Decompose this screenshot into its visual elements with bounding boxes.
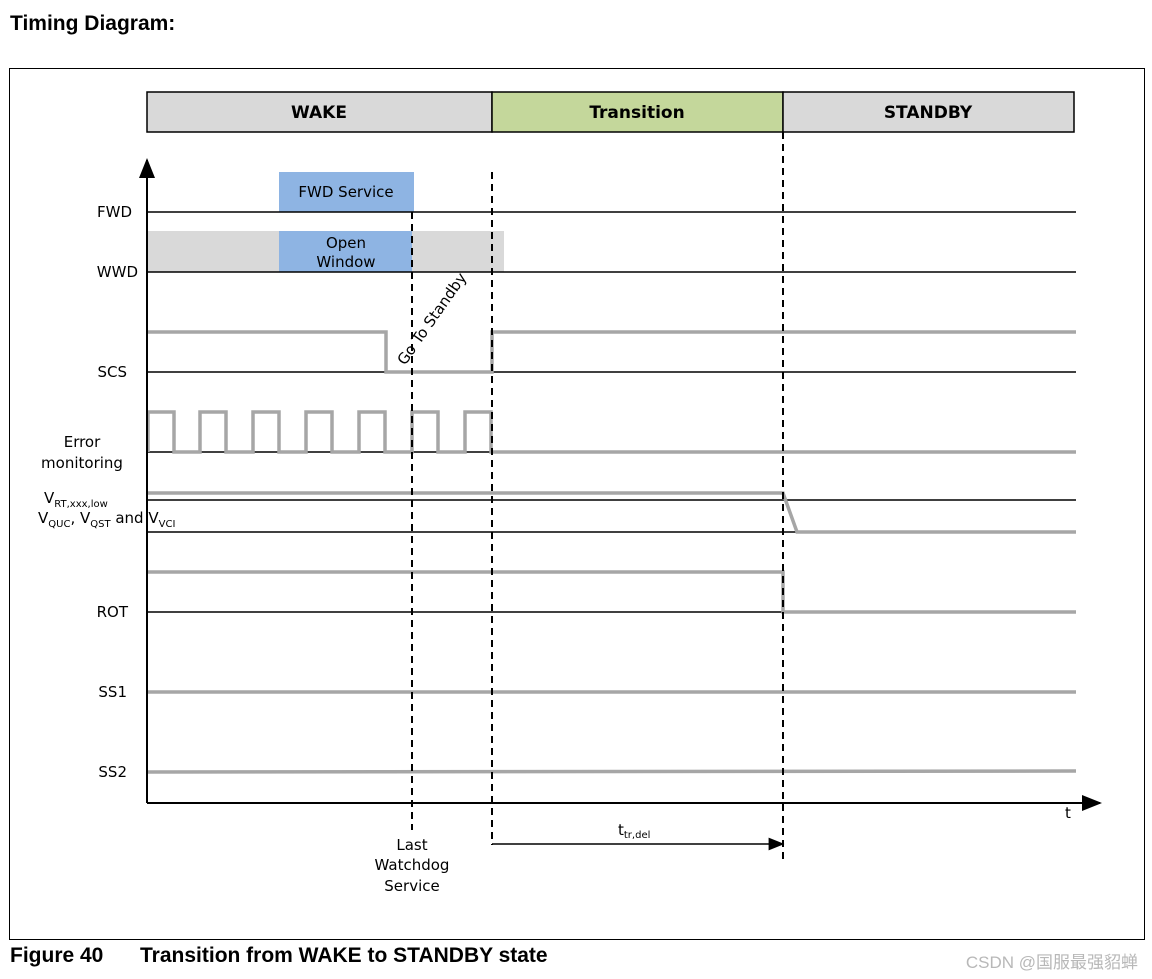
ttr-del-label: ttr,del bbox=[618, 821, 650, 841]
error-monitoring-label-2: monitoring bbox=[41, 454, 123, 472]
fwd-service-box bbox=[279, 172, 414, 212]
wwd-label: WWD bbox=[97, 263, 138, 281]
phase-wake bbox=[146, 91, 493, 133]
ss1-label: SS1 bbox=[98, 683, 127, 701]
page-heading: Timing Diagram: bbox=[10, 12, 176, 35]
watermark: CSDN @国服最强貂蝉 bbox=[965, 953, 1138, 972]
phase-wake-label: WAKE bbox=[291, 103, 347, 123]
figure-title: Transition from WAKE to STANDBY state bbox=[140, 944, 548, 967]
error-monitoring-label-1: Error bbox=[64, 433, 101, 451]
scs-trace bbox=[148, 330, 1076, 374]
phase-transition-label: Transition bbox=[589, 103, 684, 123]
open-window-label-2: Window bbox=[316, 253, 375, 271]
phase-standby-label: STANDBY bbox=[884, 103, 973, 123]
signal-traces bbox=[146, 330, 1077, 774]
last-service-label-3: Service bbox=[384, 877, 439, 895]
phase-transition bbox=[491, 91, 784, 133]
vquc-label: VQUC, VQST and VVCI bbox=[38, 509, 175, 530]
figure-number: Figure 40 bbox=[10, 944, 104, 967]
scs-label: SCS bbox=[97, 363, 127, 381]
time-markers bbox=[411, 132, 784, 862]
vrt-trace bbox=[148, 491, 1076, 534]
last-service-label-2: Watchdog bbox=[375, 856, 450, 874]
ss2-label: SS2 bbox=[98, 763, 127, 781]
open-window-label-1: Open bbox=[326, 234, 366, 252]
figure-caption: Figure 40 Transition from WAKE to STANDBY… bbox=[10, 944, 548, 968]
last-service-label-1: Last bbox=[396, 836, 427, 854]
fwd-service-label: FWD Service bbox=[298, 183, 393, 201]
figure-frame bbox=[9, 68, 1145, 940]
time-axis-label: t bbox=[1065, 804, 1071, 822]
rot-trace bbox=[148, 570, 1076, 614]
open-window-box bbox=[279, 231, 412, 272]
go-to-standby-annotation: Go To Standby bbox=[394, 269, 471, 368]
phase-standby bbox=[782, 91, 1075, 133]
error-monitoring-trace bbox=[146, 410, 1076, 454]
vrt-label: VRT,xxx,low bbox=[44, 489, 108, 510]
signal-baselines bbox=[148, 211, 1076, 613]
rot-label: ROT bbox=[97, 603, 129, 621]
ss2-trace bbox=[147, 769, 1077, 774]
fwd-label: FWD bbox=[97, 203, 132, 221]
